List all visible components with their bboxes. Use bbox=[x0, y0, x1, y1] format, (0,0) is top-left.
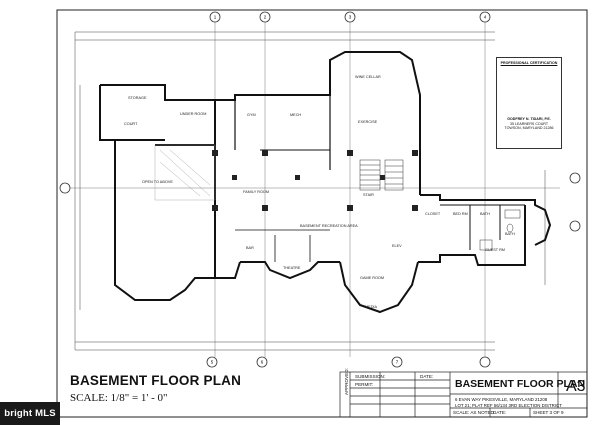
sheet-number: A3 bbox=[566, 378, 586, 395]
bright-mls-watermark: bright MLS bbox=[0, 402, 60, 425]
grid-marker-label: 7 bbox=[396, 360, 399, 365]
stairs bbox=[359, 159, 404, 191]
room-label-closet: CLOSET bbox=[425, 212, 441, 216]
grid-marker-label: 2 bbox=[264, 15, 267, 20]
title-block bbox=[339, 371, 588, 418]
room-label-mech: MECH bbox=[290, 113, 302, 117]
room-label-court: COURT bbox=[124, 122, 138, 126]
address-line-1: 6 EVAN WAY PIKESVILLE, MARYLAND 21208 bbox=[455, 397, 548, 402]
date-cell: DATE: bbox=[493, 410, 507, 415]
scale-cell: SCALE: AS NOTED bbox=[453, 410, 494, 415]
grid-lines bbox=[70, 22, 560, 357]
grid-marker-label: 6 bbox=[261, 360, 264, 365]
room-label-bath2: BATH bbox=[505, 232, 515, 236]
project-address: 6 EVAN WAY PIKESVILLE, MARYLAND 21208 LO… bbox=[455, 397, 562, 408]
bath-fixtures bbox=[479, 209, 521, 251]
walls bbox=[99, 51, 552, 314]
certification-heading: PROFESSIONAL CERTIFICATION bbox=[500, 61, 558, 65]
room-label-guest: GUEST RM bbox=[485, 248, 505, 252]
room-label-game: GAME ROOM bbox=[360, 276, 385, 280]
address-line-2: LOT 21; PLAT REF 56/134 3RD ELECTION DIS… bbox=[455, 402, 562, 408]
room-label-recreation: BASEMENT RECREATION AREA bbox=[300, 224, 358, 228]
room-label-bed: BED RM bbox=[453, 212, 468, 216]
room-label-gym: GYM bbox=[247, 113, 256, 117]
sheet-count-cell: SHEET 3 OF 9 bbox=[533, 410, 564, 415]
room-label-theatre: THEATRE bbox=[283, 266, 301, 270]
sheet-title: BASEMENT FLOOR PLAN bbox=[455, 378, 586, 390]
drawing-title: BASEMENT FLOOR PLAN bbox=[70, 373, 242, 388]
drawing-scale: SCALE: 1/8" = 1' - 0" bbox=[70, 392, 168, 404]
grid-markers-side bbox=[59, 172, 581, 232]
grid-marker-label: 5 bbox=[211, 360, 214, 365]
room-label-wine: WINE CELLAR bbox=[355, 75, 381, 79]
professional-certification-box: PROFESSIONAL CERTIFICATION GODFREY N. TI… bbox=[496, 57, 562, 149]
grid-marker-label: 1 bbox=[214, 15, 217, 20]
room-label-family: FAMILY ROOM bbox=[243, 190, 270, 194]
room-label-storage: STORAGE bbox=[128, 96, 147, 100]
date-label: DATE: bbox=[420, 374, 434, 379]
room-label-media: MEDIA bbox=[365, 305, 378, 309]
room-label-stair: STAIR bbox=[363, 193, 374, 197]
room-label-elev: ELEV bbox=[392, 244, 402, 248]
room-label-under-room: UNDER ROOM bbox=[180, 112, 207, 116]
dimension-lines bbox=[74, 31, 546, 351]
sheet-border bbox=[56, 9, 588, 418]
certification-signer-name: GODFREY N. TIDARI, P.E. bbox=[507, 117, 551, 122]
room-label-open: OPEN TO ABOVE bbox=[142, 180, 173, 184]
grid-marker-label: 4 bbox=[484, 15, 487, 20]
grid-marker-label: 3 bbox=[349, 15, 352, 20]
grid-markers-bottom bbox=[206, 356, 491, 368]
permit-label: PERMIT: bbox=[355, 382, 374, 387]
certification-signer-street: 35 LEARNERS COURT bbox=[509, 121, 549, 126]
structural-columns bbox=[212, 150, 418, 211]
hatched-areas bbox=[154, 144, 216, 201]
room-label-bath: BATH bbox=[480, 212, 490, 216]
room-label-bar: BAR bbox=[246, 246, 254, 250]
approved-label: APPROVED: bbox=[344, 368, 349, 395]
submission-label: SUBMISSION: bbox=[355, 374, 386, 379]
room-label-exercise: EXERCISE bbox=[358, 120, 378, 124]
certification-signer-city: TOWSON, MARYLAND 21286 bbox=[504, 126, 554, 131]
